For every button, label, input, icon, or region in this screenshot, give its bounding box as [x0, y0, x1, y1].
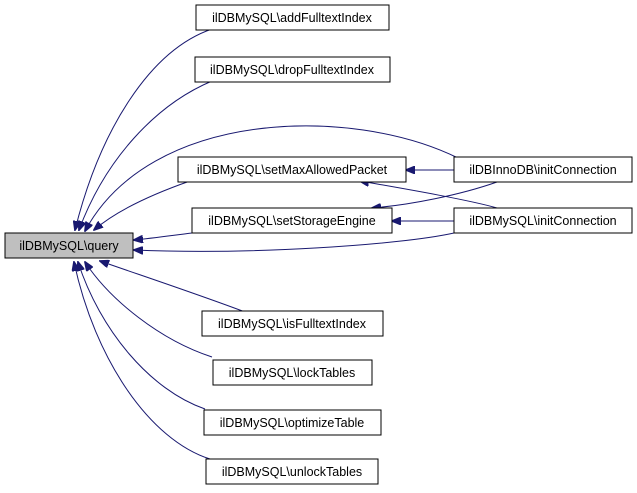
- node-lockTables[interactable]: ilDBMySQL\lockTables: [212, 359, 373, 386]
- node-setStorageEngine-label: ilDBMySQL\setStorageEngine: [208, 214, 375, 228]
- node-dropFulltextIndex-label: ilDBMySQL\dropFulltextIndex: [210, 63, 375, 77]
- node-innoInit[interactable]: ilDBInnoDB\initConnection: [453, 156, 633, 183]
- node-mysqlInit[interactable]: ilDBMySQL\initConnection: [453, 207, 633, 234]
- node-isFulltextIndex-label: ilDBMySQL\isFulltextIndex: [218, 317, 367, 331]
- node-unlockTables[interactable]: ilDBMySQL\unlockTables: [205, 458, 379, 485]
- node-optimizeTable[interactable]: ilDBMySQL\optimizeTable: [203, 409, 382, 436]
- edges: [74, 28, 498, 460]
- node-isFulltextIndex[interactable]: ilDBMySQL\isFulltextIndex: [201, 310, 384, 337]
- node-addFulltextIndex[interactable]: ilDBMySQL\addFulltextIndex: [195, 4, 390, 31]
- edge-mysqlInit-to-query: [134, 232, 455, 251]
- edge-innoInit-to-setStorageEngine: [372, 181, 498, 208]
- edge-mysqlInit-to-setMaxAllowedPacket: [360, 181, 498, 209]
- node-innoInit-label: ilDBInnoDB\initConnection: [469, 163, 616, 177]
- edge-addFulltextIndex-to-query: [75, 28, 213, 230]
- node-dropFulltextIndex[interactable]: ilDBMySQL\dropFulltextIndex: [194, 56, 391, 83]
- node-addFulltextIndex-label: ilDBMySQL\addFulltextIndex: [212, 11, 373, 25]
- node-setStorageEngine[interactable]: ilDBMySQL\setStorageEngine: [191, 207, 393, 234]
- node-mysqlInit-label: ilDBMySQL\initConnection: [469, 214, 616, 228]
- node-setMaxAllowedPacket[interactable]: ilDBMySQL\setMaxAllowedPacket: [177, 156, 407, 183]
- node-query[interactable]: ilDBMySQL\query: [4, 232, 134, 259]
- edge-unlockTables-to-query: [74, 262, 211, 460]
- edge-setStorageEngine-to-query: [134, 232, 193, 240]
- node-lockTables-label: ilDBMySQL\lockTables: [229, 366, 355, 380]
- node-unlockTables-label: ilDBMySQL\unlockTables: [222, 465, 362, 479]
- edge-setMaxAllowedPacket-to-query: [94, 180, 191, 230]
- node-optimizeTable-label: ilDBMySQL\optimizeTable: [220, 416, 365, 430]
- edge-innoInit-to-query: [85, 125, 459, 231]
- edge-optimizeTable-to-query: [78, 262, 206, 410]
- edge-isFulltextIndex-to-query: [100, 261, 246, 313]
- node-setMaxAllowedPacket-label: ilDBMySQL\setMaxAllowedPacket: [197, 163, 388, 177]
- node-query-label: ilDBMySQL\query: [19, 239, 119, 253]
- edge-dropFulltextIndex-to-query: [79, 80, 213, 230]
- edge-lockTables-to-query: [85, 262, 213, 358]
